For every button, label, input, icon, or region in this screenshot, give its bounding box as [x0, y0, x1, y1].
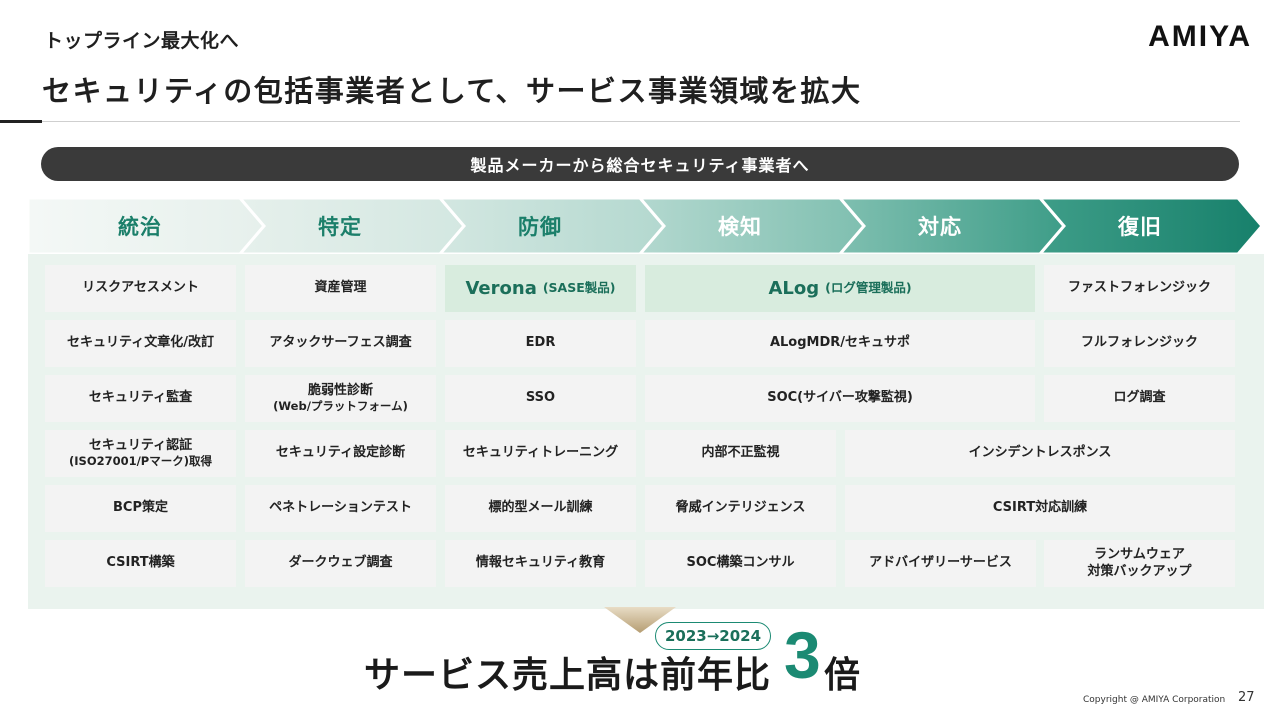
- phase-label-recover: 復旧: [1118, 215, 1162, 239]
- phase-chevron-4: [638, 198, 866, 254]
- phase-chevron-5: [838, 198, 1066, 254]
- service-cell: 標的型メール訓練: [445, 485, 636, 532]
- result-multiplier: 3: [784, 618, 821, 692]
- service-cell: CSIRT対応訓練: [845, 485, 1235, 532]
- service-cell: フルフォレンジック: [1044, 320, 1235, 367]
- phase-chevron-3: [438, 198, 666, 254]
- service-cell: ペネトレーションテスト: [245, 485, 436, 532]
- service-cell: SOC構築コンサル: [645, 540, 836, 587]
- title-divider: [0, 121, 1240, 122]
- service-cell: セキュリティトレーニング: [445, 430, 636, 477]
- result-text: サービス売上高は前年比: [364, 655, 772, 696]
- service-cell: アドバイザリーサービス: [845, 540, 1036, 587]
- service-cell: 脆弱性診断(Web/プラットフォーム): [245, 375, 436, 422]
- service-cell: SOC(サイバー攻撃監視): [645, 375, 1035, 422]
- section-subtitle: トップライン最大化へ: [44, 30, 240, 52]
- service-cell: 資産管理: [245, 265, 436, 312]
- service-cell: リスクアセスメント: [45, 265, 236, 312]
- service-cell: ダークウェブ調査: [245, 540, 436, 587]
- phase-chevron-2: [238, 198, 466, 254]
- phase-chevron-shapes: [28, 198, 1264, 254]
- service-cell: 脅威インテリジェンス: [645, 485, 836, 532]
- company-logo: AMIYA: [1148, 20, 1252, 53]
- page-title: セキュリティの包括事業者として、サービス事業領域を拡大: [42, 74, 862, 108]
- service-cell: ログ調査: [1044, 375, 1235, 422]
- service-cell: 内部不正監視: [645, 430, 836, 477]
- service-cell: BCP策定: [45, 485, 236, 532]
- service-cell: SSO: [445, 375, 636, 422]
- strategy-banner: 製品メーカーから総合セキュリティ事業者へ: [41, 147, 1239, 181]
- service-cell: セキュリティ認証(ISO27001/Pマーク)取得: [45, 430, 236, 477]
- service-cell: ランサムウェア対策バックアップ: [1044, 540, 1235, 587]
- service-cell: ファストフォレンジック: [1044, 265, 1235, 312]
- phase-label-respond: 対応: [918, 215, 962, 239]
- phase-label-protect: 防御: [518, 215, 562, 239]
- phase-label-identify: 特定: [318, 215, 362, 239]
- service-cell: ALogMDR/セキュサポ: [645, 320, 1035, 367]
- phase-chevron-6: [1038, 198, 1264, 254]
- page-number: 27: [1238, 690, 1255, 705]
- down-arrow-icon: [604, 607, 676, 633]
- service-cell: セキュリティ監査: [45, 375, 236, 422]
- service-cell: アタックサーフェス調査: [245, 320, 436, 367]
- service-cell: セキュリティ文章化/改訂: [45, 320, 236, 367]
- service-cell: インシデントレスポンス: [845, 430, 1235, 477]
- result-unit: 倍: [824, 655, 861, 696]
- service-cell: セキュリティ設定診断: [245, 430, 436, 477]
- service-cell: 情報セキュリティ教育: [445, 540, 636, 587]
- period-badge: 2023→2024: [655, 622, 771, 650]
- alog-product-cell: ALog(ログ管理製品): [645, 265, 1035, 312]
- phase-chevron-bar: 統治 特定 防御 検知 対応 復旧: [28, 198, 1264, 254]
- verona-product-cell: Verona(SASE製品): [445, 265, 636, 312]
- copyright: Copyright @ AMIYA Corporation: [1083, 695, 1226, 705]
- phase-label-governance: 統治: [118, 215, 162, 239]
- service-cell: CSIRT構築: [45, 540, 236, 587]
- service-cell: EDR: [445, 320, 636, 367]
- phase-label-detect: 検知: [718, 215, 762, 239]
- title-divider-accent: [0, 120, 42, 123]
